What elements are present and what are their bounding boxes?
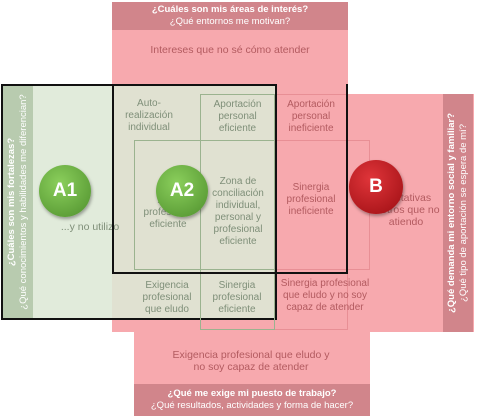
green-panel [1,84,277,320]
bottom-banner: ¿Qué me exige mi puesto de trabajo? ¿Qué… [134,384,370,416]
top-main-label: Intereses que no sé cómo atender [150,44,310,56]
cell-sinergia-ineficiente: Sinergia profesional ineficiente [286,182,336,217]
bottom-question-1: ¿Qué me exige mi puesto de trabajo? [167,388,337,399]
left-main-label: ...y no utilizo [60,221,120,233]
right-question-1: ¿Qué demanda mi entorno social y familia… [446,112,457,314]
cell-auto-realizacion: Auto-realización individual [125,98,173,133]
right-banner: ¿Qué demanda mi entorno social y familia… [443,94,473,332]
badge-a1: A1 [39,165,91,217]
a2-frame [112,84,348,274]
cell-exigencia-eludo: Exigencia profesional que eludo [142,280,192,315]
green-panel-left-column [3,86,33,318]
left-question-1: ¿Cuáles son mis fortalezas? [6,137,17,267]
badge-b: B [349,160,403,214]
cell-zona-conciliacion: Zona de conciliación individual, persona… [212,176,264,247]
bottom-main-label: Exigencia profesional que eludo y no soy… [172,349,330,373]
cell-aportacion-eficiente: Aportación personal eficiente [213,99,262,134]
left-banner: ¿Cuáles son mis fortalezas? ¿Qué conocim… [3,86,33,318]
cell-sinergia-eficiente: Sinergia profesional eficiente [212,280,262,315]
left-question-2: ¿Qué conocimientos y habilidades me dife… [18,94,29,310]
badge-a2: A2 [156,165,208,217]
top-question-1: ¿Cuáles son mis áreas de interés? [151,4,309,15]
top-question-2: ¿Qué entornos me motivan? [169,16,291,27]
cell-sinergia-eludo: Sinergia profesional que eludo y no soy … [280,278,370,313]
top-banner: ¿Cuáles son mis áreas de interés? ¿Qué e… [112,2,348,30]
cell-aportacion-ineficiente: Aportación personal ineficiente [287,99,335,134]
bottom-question-2: ¿Qué resultados, actividades y forma de … [150,400,354,411]
green-inner-box-2 [200,94,275,330]
right-question-2: ¿Qué tipo de aportación se espera de mí? [458,124,469,302]
